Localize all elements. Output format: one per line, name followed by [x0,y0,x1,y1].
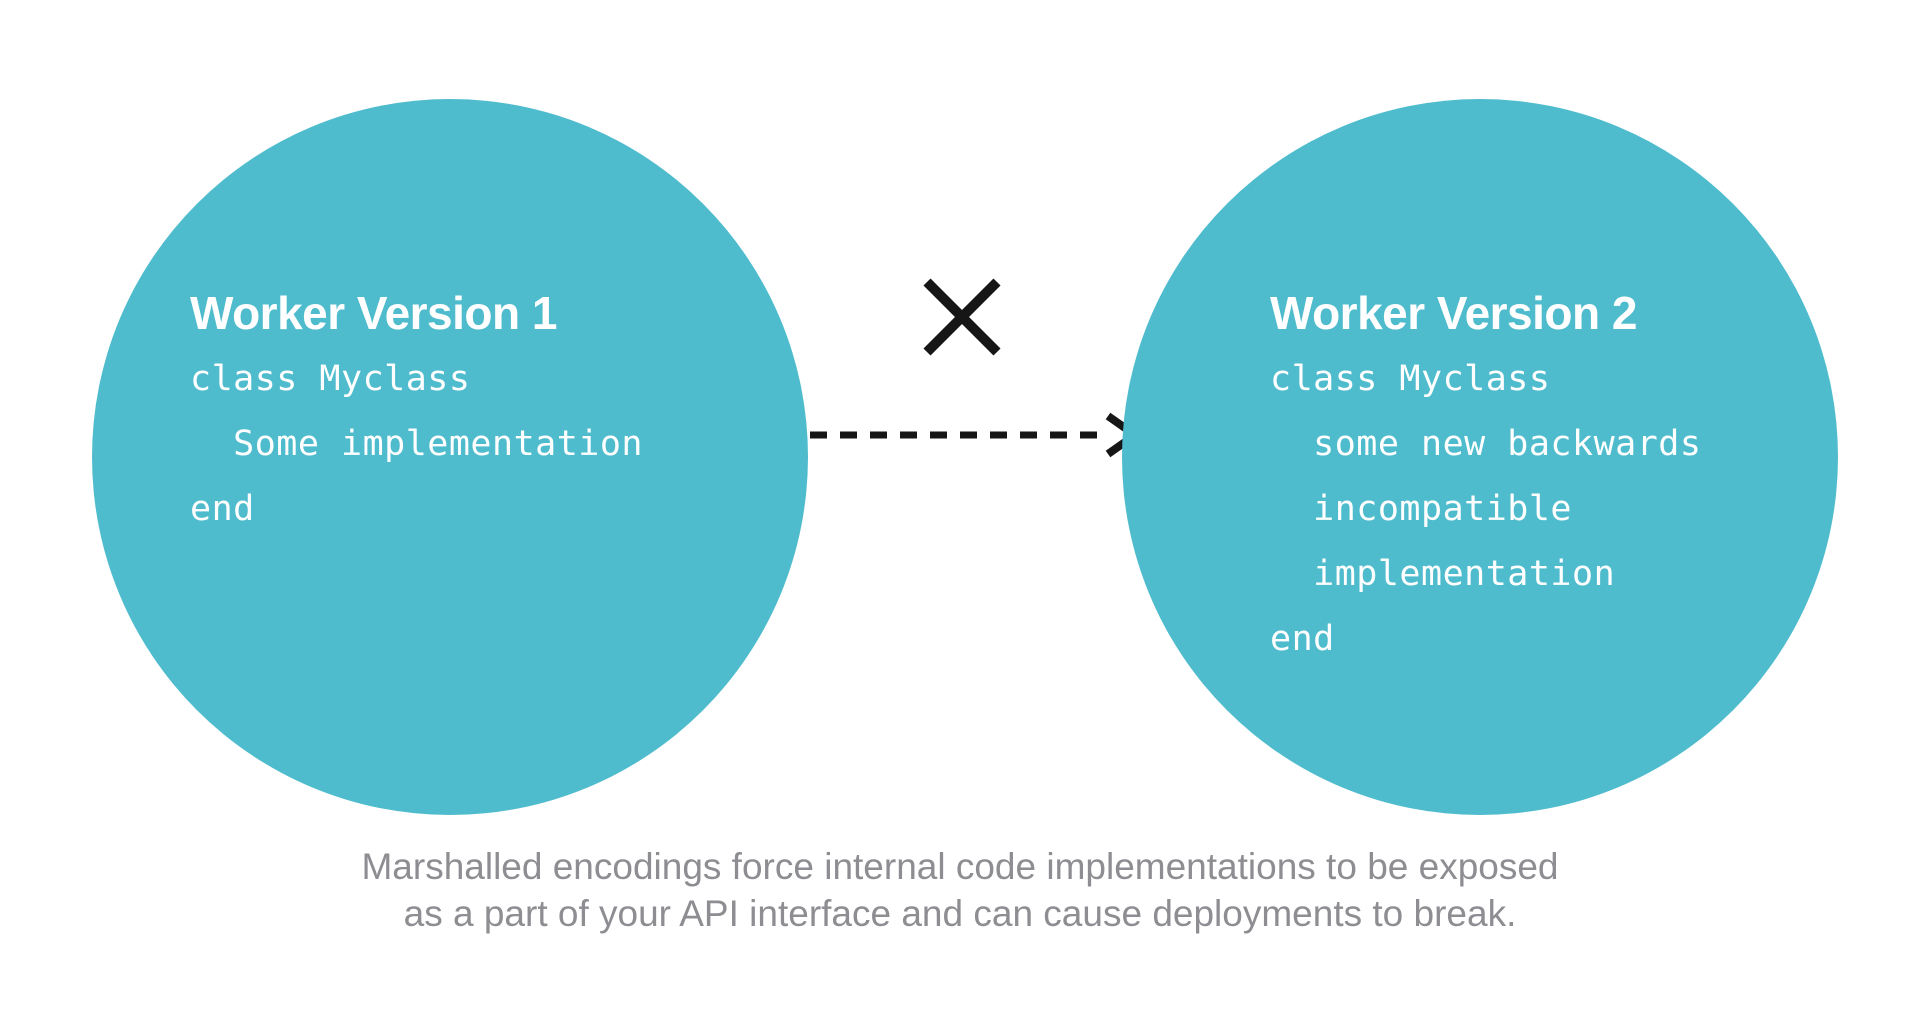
code-line: class Myclass [190,359,471,399]
code-line: some new backwards [1270,424,1702,464]
worker-version-1-circle: Worker Version 1 class Myclass Some impl… [92,99,808,815]
x-mark-icon [923,278,1001,356]
diagram-caption: Marshalled encodings force internal code… [0,843,1920,937]
dashed-arrow-icon [810,412,1142,458]
code-line: Some implementation [190,424,644,464]
worker-version-2-title: Worker Version 2 [1270,287,1638,339]
code-line: end [1270,619,1335,659]
worker-version-2-content: Worker Version 2 class Myclass some new … [1270,279,1701,672]
worker-version-1-content: Worker Version 1 class Myclass Some impl… [190,279,643,542]
code-line: incompatible [1270,489,1573,529]
code-line: end [190,489,255,529]
caption-line-1: Marshalled encodings force internal code… [361,846,1559,887]
worker-version-2-code: class Myclass some new backwards incompa… [1270,347,1701,672]
worker-version-1-title: Worker Version 1 [190,287,558,339]
worker-version-1-code: class Myclass Some implementation end [190,347,643,542]
code-line: implementation [1270,554,1616,594]
caption-line-2: as a part of your API interface and can … [403,893,1517,934]
worker-version-2-circle: Worker Version 2 class Myclass some new … [1122,99,1838,815]
code-line: class Myclass [1270,359,1551,399]
